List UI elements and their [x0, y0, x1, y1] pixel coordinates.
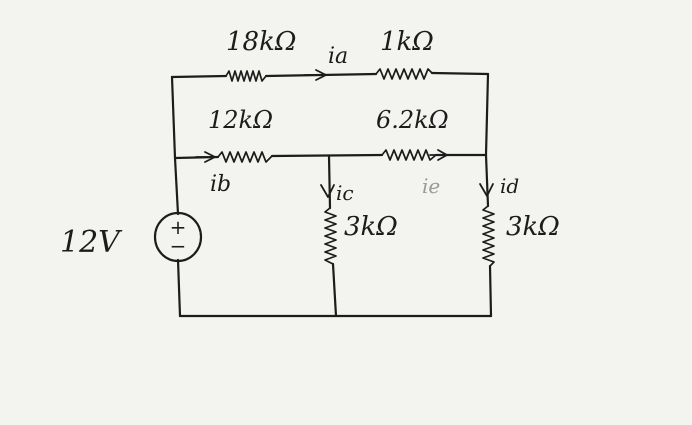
wire-left-top — [170, 75, 177, 160]
wire-right-lower — [488, 264, 493, 318]
label-18k: 18kΩ — [226, 27, 296, 57]
current-arrows — [195, 69, 494, 198]
source-circle — [153, 211, 203, 263]
label-ib: ib — [210, 172, 231, 197]
arrow-ia — [304, 69, 327, 81]
voltage-source: + − — [153, 211, 203, 263]
wires — [170, 71, 493, 318]
resistor-3k-right — [482, 205, 495, 267]
label-ic: ic — [336, 181, 354, 205]
resistor-12k — [217, 151, 273, 163]
labels: 18kΩ 1kΩ 12kΩ 6.2kΩ 3kΩ 3kΩ 12V ia ib ic… — [60, 27, 560, 260]
label-6-2k: 6.2kΩ — [376, 106, 449, 134]
arrow-ic — [320, 184, 335, 198]
wire-top-right — [430, 71, 490, 76]
label-ia: ia — [328, 44, 348, 69]
arrow-ie — [429, 149, 448, 161]
label-3k-middle: 3kΩ — [344, 212, 398, 242]
wire-source-to-bottom — [176, 258, 182, 318]
resistor-3k-middle — [324, 207, 337, 265]
source-minus-sign: − — [170, 234, 187, 258]
wire-right-top — [484, 72, 490, 157]
arrow-id — [479, 183, 494, 197]
resistor-18k — [225, 70, 267, 82]
wire-top-left — [170, 74, 228, 79]
wire-left-to-source — [173, 156, 180, 216]
wire-mid-center — [270, 153, 384, 158]
label-source-voltage: 12V — [60, 225, 123, 260]
label-1k: 1kΩ — [380, 27, 434, 57]
label-3k-right: 3kΩ — [506, 212, 560, 242]
wire-center-lower — [331, 262, 338, 318]
resistor-6-2k — [381, 149, 437, 161]
label-id: id — [500, 174, 519, 198]
arrow-ib — [195, 151, 216, 163]
wire-center-upper — [327, 154, 332, 210]
label-12k: 12kΩ — [208, 106, 273, 134]
source-plus-sign: + — [170, 215, 187, 239]
wire-right-upper — [484, 153, 490, 208]
resistor-1k — [375, 68, 433, 80]
label-ie: ie — [422, 174, 440, 198]
